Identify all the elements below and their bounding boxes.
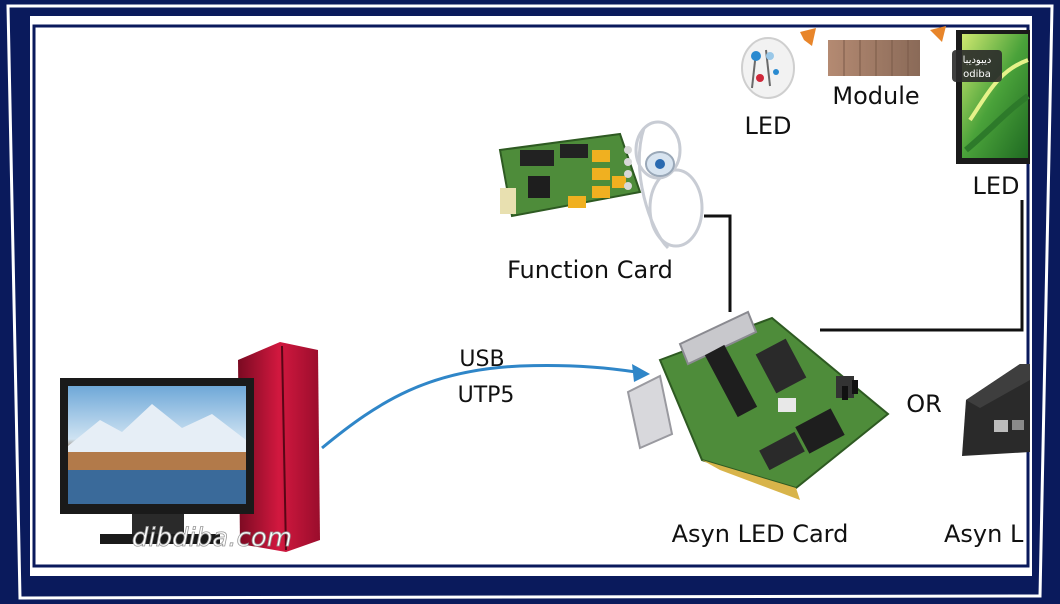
asyn-led-card-icon xyxy=(626,310,890,500)
sensor-cable-icon xyxy=(634,120,704,250)
module-label: Module xyxy=(832,82,919,110)
or-label: OR xyxy=(906,390,942,418)
led-icon xyxy=(741,37,795,99)
module-icon xyxy=(800,26,946,76)
watermark-arabic: دیبودیبا xyxy=(963,55,992,66)
led-label: LED xyxy=(744,112,791,140)
usb-label: USB xyxy=(459,347,504,372)
led-display-label: LED xyxy=(972,172,1019,200)
asyn-box-label: Asyn L xyxy=(944,520,1024,548)
watermark-bottom: dibdiba.com xyxy=(132,523,292,553)
watermark-logo: دیبودیبا odiba xyxy=(952,50,1002,82)
usb-cable-arrow xyxy=(321,363,637,450)
arrow-head xyxy=(632,364,650,382)
connection-lines xyxy=(321,200,1024,450)
utp5-label: UTP5 xyxy=(458,383,515,408)
computer-icon xyxy=(60,342,320,552)
function-card-label: Function Card xyxy=(507,256,673,284)
function-card-icon xyxy=(498,132,642,218)
watermark-latin: odiba xyxy=(963,69,991,80)
asyn-controller-box-icon xyxy=(962,364,1030,456)
asyn-led-card-label: Asyn LED Card xyxy=(672,520,849,548)
